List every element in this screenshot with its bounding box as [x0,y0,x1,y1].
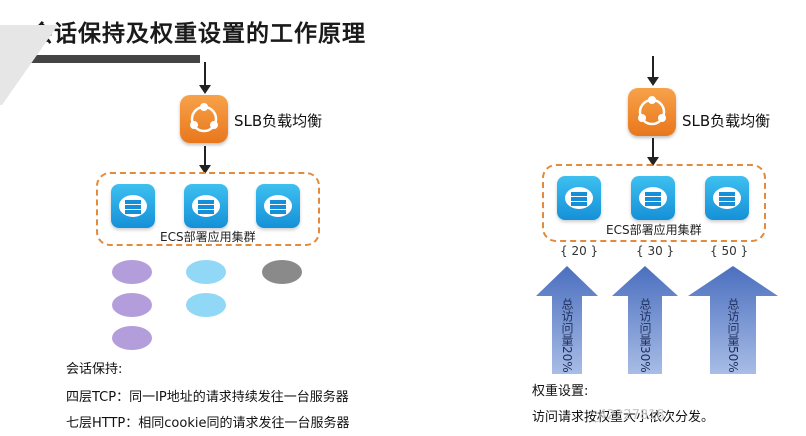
page-title: 会话保持及权重设置的工作原理 [30,21,366,47]
incoming-arrow-left [199,62,211,94]
slb-icon-right [628,88,676,136]
cloud-server-icon [565,187,593,209]
session-ellipse-blue-1 [186,260,226,284]
ecs-server-right-3 [705,176,749,220]
slb-to-cluster-arrow-left [199,146,211,174]
ecs-server-left-3 [256,184,300,228]
title-underline [0,55,200,63]
share-node-icon [638,96,666,126]
session-ellipse-purple-1 [112,260,152,284]
weight-label-3: { 50 } [710,244,749,258]
traffic-arrow-2 [612,266,678,374]
session-notes-http: 七层HTTP：相同cookie同的请求发往一台服务器 [66,416,350,431]
weight-label-1: { 20 } [560,244,599,258]
weight-notes-heading: 权重设置: [532,384,589,399]
slb-to-cluster-arrow-right [647,138,659,166]
slb-label-right: SLB负载均衡 [682,112,771,130]
traffic-label-2: 总访问量30% [638,298,652,373]
cloud-server-icon [639,187,667,209]
ecs-server-left-1 [111,184,155,228]
cluster-label-right: ECS部署应用集群 [606,223,702,237]
traffic-label-3: 总访问量50% [726,298,740,373]
session-ellipse-purple-2 [112,293,152,317]
slb-icon-left [180,95,228,143]
cloud-server-icon [713,187,741,209]
share-node-icon [190,103,218,133]
traffic-label-1: 总访问量20% [560,298,574,373]
cloud-server-icon [119,195,147,217]
session-ellipse-purple-3 [112,326,152,350]
session-ellipse-gray-1 [262,260,302,284]
session-ellipse-blue-2 [186,293,226,317]
ecs-server-right-1 [557,176,601,220]
cloud-server-icon [264,195,292,217]
weight-label-2: { 30 } [636,244,675,258]
ecs-server-left-2 [184,184,228,228]
ecs-cluster-right [542,164,766,242]
traffic-arrow-1 [536,266,598,374]
slb-label-left: SLB负载均衡 [234,112,323,130]
cloud-server-icon [192,195,220,217]
watermark: _42227818 [592,408,665,423]
ecs-server-right-2 [631,176,675,220]
incoming-arrow-right [647,56,659,86]
cluster-label-left: ECS部署应用集群 [160,230,256,244]
weight-notes-line: 访问请求按权重大小依次分发。 [532,410,715,425]
session-notes-tcp: 四层TCP：同一IP地址的请求持续发往一台服务器 [66,390,349,405]
traffic-arrow-3 [688,266,778,374]
ecs-cluster-left [96,172,320,246]
session-notes-heading: 会话保持: [66,362,123,377]
